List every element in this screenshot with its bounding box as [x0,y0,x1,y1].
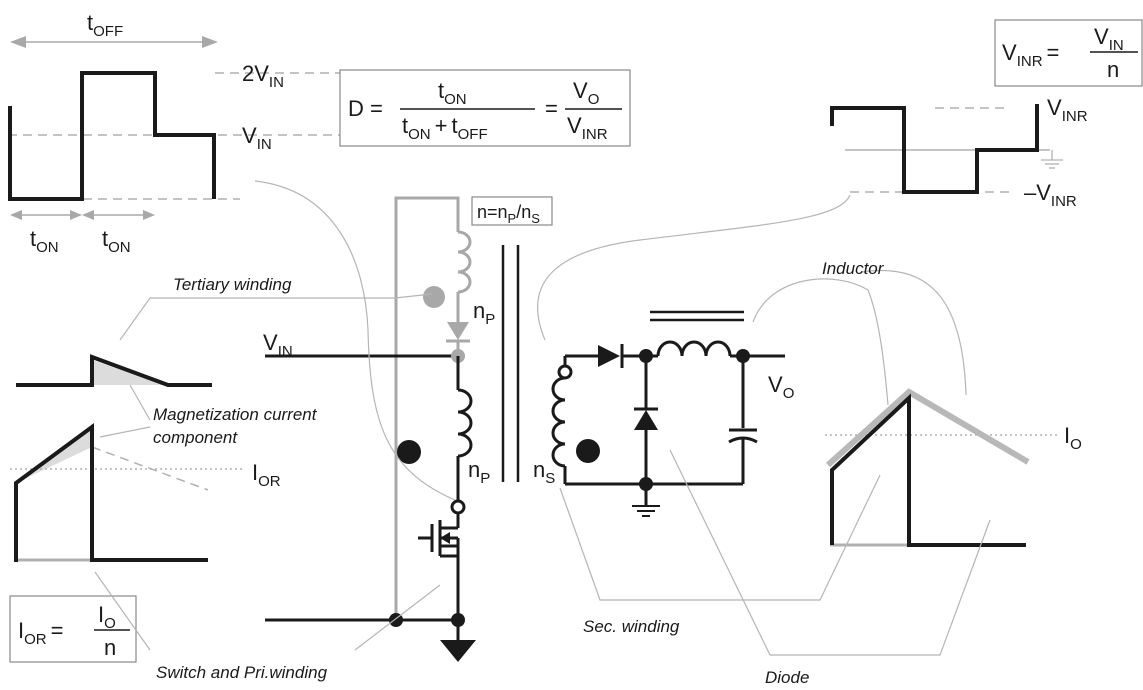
ior-lhs: IOR= [18,618,63,648]
vinr-lhs: VINR= [1002,40,1059,70]
transformer-core [501,245,520,482]
diode-current-trace [830,393,1026,547]
ior-num: IO [98,602,116,632]
secondary-voltage-waveform: VINR –VINR [830,95,1088,210]
duty-lhs: D = [348,96,383,121]
primary-circuit: VIN nP nP [263,298,495,662]
inductor-current-waveform: IO [825,388,1082,547]
primary-coil [457,388,473,458]
primary-terminal [450,499,466,515]
np-lower-label: nP [468,457,490,487]
t-off-arrow [10,36,218,48]
turns-ratio-label: n=nP/nS [477,202,540,226]
primary-ground-symbol [440,640,476,662]
t-on-label-1: tON [30,226,59,256]
duty-den2: VINR [567,113,608,143]
sec-winding-annotation: Sec. winding [583,617,680,636]
tertiary-winding-circuit [394,196,472,619]
vin-wire-label: VIN [263,330,293,360]
primary-voltage-trace [8,71,216,201]
ns-label: nS [533,457,555,487]
secondary-polarity-dot [576,439,600,463]
inductor-current-trace [825,388,1030,468]
t-on-arrow-1 [10,210,82,220]
t-on-label-2: tON [102,226,131,256]
vo-label: VO [768,372,794,402]
neg-vinr-level-label: –VINR [1024,180,1077,210]
ground-symbol-small [1041,150,1063,169]
primary-current-trace [14,423,208,562]
vin-level-label: VIN [242,123,272,153]
duty-formula-box: D = tON tON+tOFF = VO VINR [339,69,631,147]
tertiary-diode [447,322,469,340]
secondary-coil [551,376,566,468]
ior-den: n [104,635,116,660]
tertiary-current-waveform [16,354,212,387]
vinr-num: VIN [1094,24,1124,54]
ior-level-label: IOR [252,460,281,490]
t-off-label: tOFF [87,10,123,40]
ior-formula-box: IOR= IO n [9,595,137,663]
duty-num1: tON [438,78,467,108]
forward-diode [598,345,620,367]
t-on-arrow-2 [82,210,155,220]
vinr-level-label: VINR [1047,95,1088,125]
secondary-terminal [557,364,573,380]
leader-lines [94,180,991,656]
io-label: IO [1064,423,1082,453]
two-vin-label: 2VIN [242,61,284,91]
primary-current-waveform: IOR [10,423,281,562]
output-inductor [656,340,732,357]
ground-junction [451,613,465,627]
tertiary-current-trace [16,354,212,387]
primary-polarity-dot [397,440,421,464]
np-upper-label: nP [473,298,495,328]
freewheel-diode [634,410,658,430]
secondary-circuit: VO nS [533,310,794,517]
duty-num2: VO [573,78,599,108]
tertiary-return-wire [394,196,460,619]
tertiary-annotation: Tertiary winding [173,275,292,294]
turns-ratio-box: n=nP/nS [471,196,553,226]
duty-den1: tON+tOFF [402,113,488,143]
switch-annotation: Switch and Pri.winding [156,663,328,682]
duty-eq2: = [545,96,558,121]
tertiary-polarity-dot [423,286,445,308]
secondary-voltage-trace [830,104,1039,194]
secondary-ground-symbol [632,505,660,517]
vinr-den: n [1107,57,1119,82]
diode-annotation: Diode [765,668,809,687]
vinr-formula-box: VINR= VIN n [994,19,1143,87]
magnetization-annotation-line2: component [153,428,238,447]
tertiary-coil [457,230,472,294]
primary-voltage-waveform: tOFF 2VIN VIN tON tON [8,10,365,256]
magnetization-annotation-line1: Magnetization current [153,405,318,424]
inductor-annotation: Inductor [822,259,885,278]
